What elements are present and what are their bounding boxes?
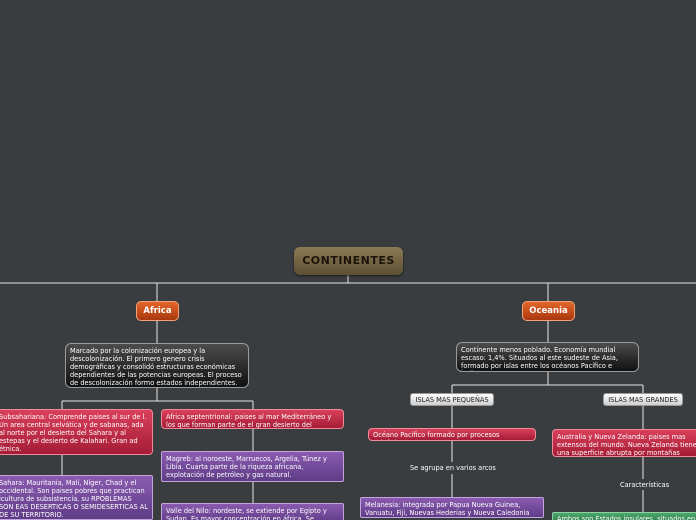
topic-node-africa[interactable]: Africa [136,301,179,321]
australia-nueva-zelanda-node[interactable]: Australia y Nueva Zelanda: paises mas ex… [552,429,696,457]
islas-mas-pequenas-node[interactable]: ISLAS MAS PEQUEÑAS [410,393,494,406]
topic-label: Africa [143,306,172,316]
root-node-continentes[interactable]: CONTINENTES [294,247,403,275]
africa-septentrional-node[interactable]: Africa septentrional: paises al mar Medi… [161,409,344,429]
islas-mas-grandes-node[interactable]: ISLAS MAS GRANDES [603,393,683,406]
caracteristicas-label[interactable]: Características [620,481,670,489]
sahara-node[interactable]: Sahara: Mauritania, Mali, Níger, Chad y … [0,475,153,520]
arcos-label[interactable]: Se agrupa en varios arcos [410,464,496,472]
valle-nilo-node[interactable]: Valle del Nilo: nordeste, se extiende po… [161,503,344,520]
oceania-summary-node[interactable]: Continente menos poblado. Economía mundi… [456,342,639,372]
africa-summary-node[interactable]: Marcado por la colonización europea y la… [65,343,249,388]
topic-label: Oceania [529,306,568,316]
root-label: CONTINENTES [302,254,395,267]
subsahariana-node[interactable]: Subsahariana: Comprende paises al sur de… [0,409,153,455]
magreb-node[interactable]: Magreb: al noroeste, Marruecos, Argelia,… [161,451,344,482]
ambos-estados-node[interactable]: Ambos son Estados insulares, situados en [552,512,696,520]
melanesia-node[interactable]: Melanesia: integrada por Papua Nueva Gui… [360,497,544,518]
oceano-pacifico-node[interactable]: Océano Pacifico formado por procesos vol… [368,428,536,441]
topic-node-oceania[interactable]: Oceania [522,301,575,321]
